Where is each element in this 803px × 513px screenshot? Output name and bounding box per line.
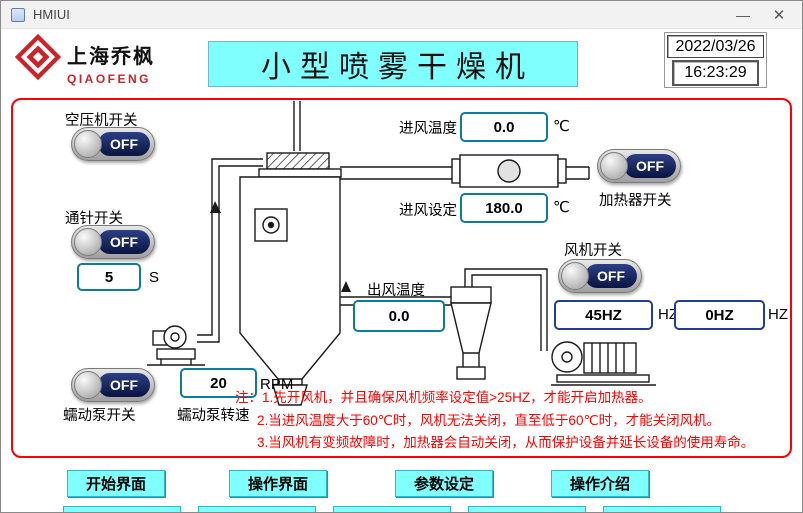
fan-toggle[interactable]: OFF	[558, 259, 642, 293]
qiaofeng-diamond-icon	[15, 34, 61, 80]
air-compressor-label: 空压机开关	[65, 113, 138, 129]
brand-text: 上海乔枫 QIAOFENG	[67, 34, 155, 86]
toggle-knob	[74, 371, 102, 399]
toggle-state-label: OFF	[98, 132, 150, 156]
brand-logo: 上海乔枫 QIAOFENG	[15, 34, 155, 86]
air-compressor-toggle[interactable]: OFF	[71, 127, 155, 161]
outlet-temp-value: 0.0	[353, 300, 445, 332]
bottom-strip-segment	[63, 506, 181, 512]
bottom-strip-segment	[603, 506, 721, 512]
nav-parameter-set-button[interactable]: 参数设定	[395, 470, 493, 497]
nav-operation-intro-button[interactable]: 操作介绍	[551, 470, 649, 497]
needle-switch-label: 通针开关	[65, 211, 123, 227]
toggle-knob	[74, 130, 102, 158]
note-line-3: 3.当风机有变频故障时，加热器会自动关闭，从而保护设备并延长设备的使用寿命。	[257, 435, 755, 450]
close-icon[interactable]: ✕	[772, 6, 786, 24]
page-title: 小型喷雾干燥机	[208, 41, 578, 87]
toggle-state-label: OFF	[98, 230, 150, 254]
inlet-set-label: 进风设定	[399, 203, 457, 219]
nav-operation-screen-button[interactable]: 操作界面	[229, 470, 327, 497]
app-icon	[11, 7, 25, 22]
note-line-2: 2.当进风温度大于60℃时，风机无法关闭，直至低于60℃时，才能关闭风机。	[257, 413, 721, 428]
inlet-temp-label: 进风温度	[399, 121, 457, 137]
pump-switch-label: 蠕动泵开关	[63, 408, 136, 424]
toggle-knob	[561, 262, 589, 290]
date-display: 2022/03/26	[667, 35, 764, 58]
toggle-knob	[600, 152, 628, 180]
datetime-panel: 2022/03/26 16:23:29	[664, 32, 767, 88]
time-display: 16:23:29	[672, 60, 759, 86]
bottom-strip-segment	[333, 506, 451, 512]
minimize-icon[interactable]: —	[736, 6, 750, 23]
toggle-state-label: OFF	[98, 373, 150, 397]
toggle-state-label: OFF	[585, 264, 637, 288]
pump-toggle[interactable]: OFF	[71, 368, 155, 402]
fan-freq-set-field[interactable]: 45HZ	[554, 300, 653, 330]
fan-freq-set-unit: HZ	[658, 306, 678, 323]
titlebar: HMIUI — ✕	[1, 1, 802, 29]
nav-start-screen-button[interactable]: 开始界面	[67, 470, 165, 497]
inlet-temp-unit: ℃	[553, 118, 570, 135]
pump-speed-label: 蠕动泵转速	[177, 408, 250, 424]
main-frame	[11, 98, 792, 458]
brand-name-cn: 上海乔枫	[67, 46, 155, 68]
heater-switch-label: 加热器开关	[599, 193, 672, 209]
outlet-temp-label: 出风温度	[367, 283, 425, 299]
fan-switch-label: 风机开关	[564, 243, 622, 259]
fan-freq-actual-value: 0HZ	[674, 300, 765, 330]
bottom-strip-segment	[198, 506, 316, 512]
needle-time-unit: S	[149, 269, 160, 286]
fan-freq-actual-unit: HZ	[768, 306, 788, 323]
window-title: HMIUI	[33, 7, 70, 22]
bottom-strip-segment	[468, 506, 586, 512]
heater-toggle[interactable]: OFF	[597, 149, 681, 183]
needle-time-field[interactable]: 5	[77, 263, 141, 291]
inlet-set-unit: ℃	[553, 199, 570, 216]
inlet-temp-value: 0.0	[460, 112, 548, 142]
pump-speed-field[interactable]: 20	[180, 368, 257, 398]
brand-name-en: QIAOFENG	[67, 72, 152, 86]
needle-toggle[interactable]: OFF	[71, 225, 155, 259]
inlet-set-field[interactable]: 180.0	[460, 193, 548, 223]
toggle-knob	[74, 228, 102, 256]
toggle-state-label: OFF	[624, 154, 676, 178]
note-line-1: 注：1.先开风机，并且确保风机频率设定值>25HZ，才能开启加热器。	[235, 390, 652, 405]
